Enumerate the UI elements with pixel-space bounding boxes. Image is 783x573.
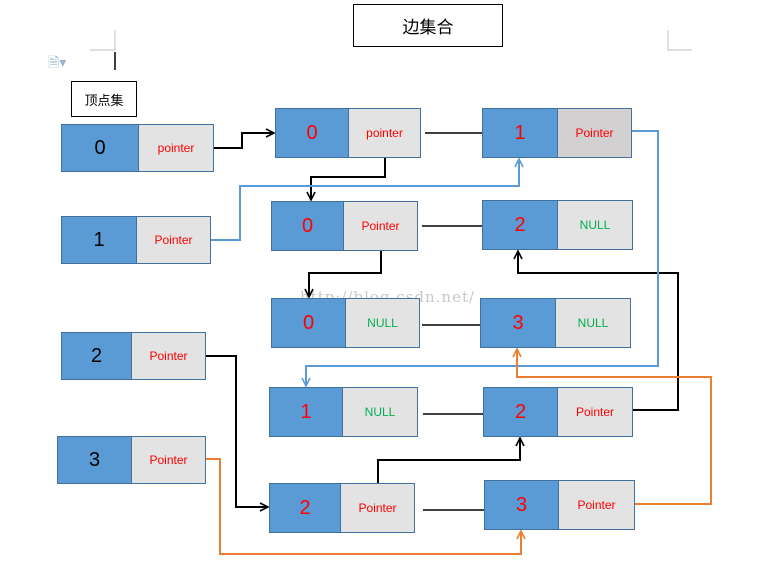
arrow-r4right-to-r2right [517,350,712,505]
vertex-node-0: 0 pointer [61,124,214,172]
edge-node-r3-right: 2 Pointer [483,387,633,437]
edge-node-r0-left: 0 pointer [275,108,421,158]
edge-index: 3 [484,480,559,530]
arrow-r3right-to-r1right [518,252,679,411]
vertex-node-1: 1 Pointer [61,216,211,264]
edge-index: 0 [275,108,349,158]
document-icon: 🗎▾ [48,54,67,70]
edge-index: 0 [271,298,346,348]
vertex-index: 3 [57,436,132,484]
vertex-index: 2 [61,332,132,380]
edge-node-r0-right: 1 Pointer [482,108,632,158]
vertex-pointer: pointer [139,124,214,172]
edge-node-r4-left: 2 Pointer [269,483,415,533]
diagram-title: 边集合 [353,4,503,47]
vertex-pointer: Pointer [132,332,206,380]
arrow-r0right-to-r3left [306,130,659,385]
edge-node-r1-right: 2 NULL [482,200,633,250]
edge-pointer: NULL [346,298,420,348]
arrow-v2-to-r4 [206,355,267,507]
edge-pointer: Pointer [341,483,415,533]
arrow-v0-to-r0 [214,133,273,149]
edge-node-r2-right: 3 NULL [480,298,631,348]
vertex-pointer: Pointer [132,436,206,484]
edge-index: 2 [482,200,558,250]
vertex-index: 1 [61,216,137,264]
edge-node-r1-left: 0 Pointer [271,201,418,251]
edge-pointer: NULL [343,387,418,437]
edge-pointer: pointer [349,108,421,158]
edge-index: 3 [480,298,556,348]
arrow-r1-to-r2 [309,251,382,296]
edge-pointer: NULL [558,200,633,250]
edge-index: 2 [269,483,341,533]
arrow-r4left-to-r3right [377,439,520,483]
vertex-node-3: 3 Pointer [57,436,206,484]
vertex-node-2: 2 Pointer [61,332,206,380]
edge-index: 2 [483,387,558,437]
edge-index: 1 [269,387,343,437]
edge-index: 0 [271,201,344,251]
edge-node-r3-left: 1 NULL [269,387,418,437]
edge-pointer: Pointer [344,201,418,251]
vertex-set-label: 顶点集 [71,81,137,117]
vertex-pointer: Pointer [137,216,211,264]
vertex-index: 0 [61,124,139,172]
edge-pointer: Pointer [558,387,633,437]
edge-pointer: Pointer [558,108,632,158]
edge-node-r2-left: 0 NULL [271,298,420,348]
edge-pointer: NULL [556,298,631,348]
edge-index: 1 [482,108,558,158]
arrow-v1-to-r0right [211,160,519,241]
edge-node-r4-right: 3 Pointer [484,480,635,530]
arrow-r0-to-r1 [311,158,386,199]
arrow-v3-to-r4right [206,458,521,555]
edge-pointer: Pointer [559,480,635,530]
